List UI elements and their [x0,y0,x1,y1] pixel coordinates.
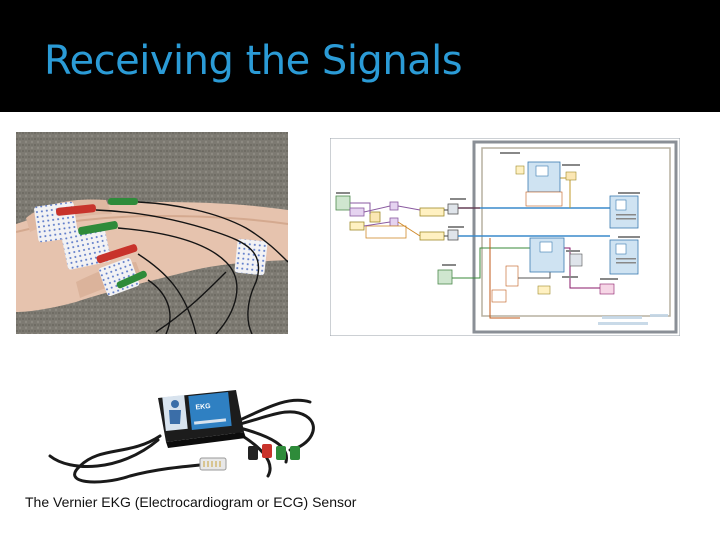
slide-title: Receiving the Signals [44,38,463,84]
electrode-arm-image [16,132,288,334]
electrode-arm-photo [16,132,288,334]
ekg-sensor-image: EKG [40,376,336,488]
ekg-sensor-photo: EKG [40,376,336,488]
block-diagram-image [330,138,680,336]
sensor-caption: The Vernier EKG (Electrocardiogram or EC… [25,494,357,510]
title-bar: Receiving the Signals [0,0,720,112]
sensor-box-label: EKG [195,403,211,412]
block-diagram-screenshot [330,138,680,336]
